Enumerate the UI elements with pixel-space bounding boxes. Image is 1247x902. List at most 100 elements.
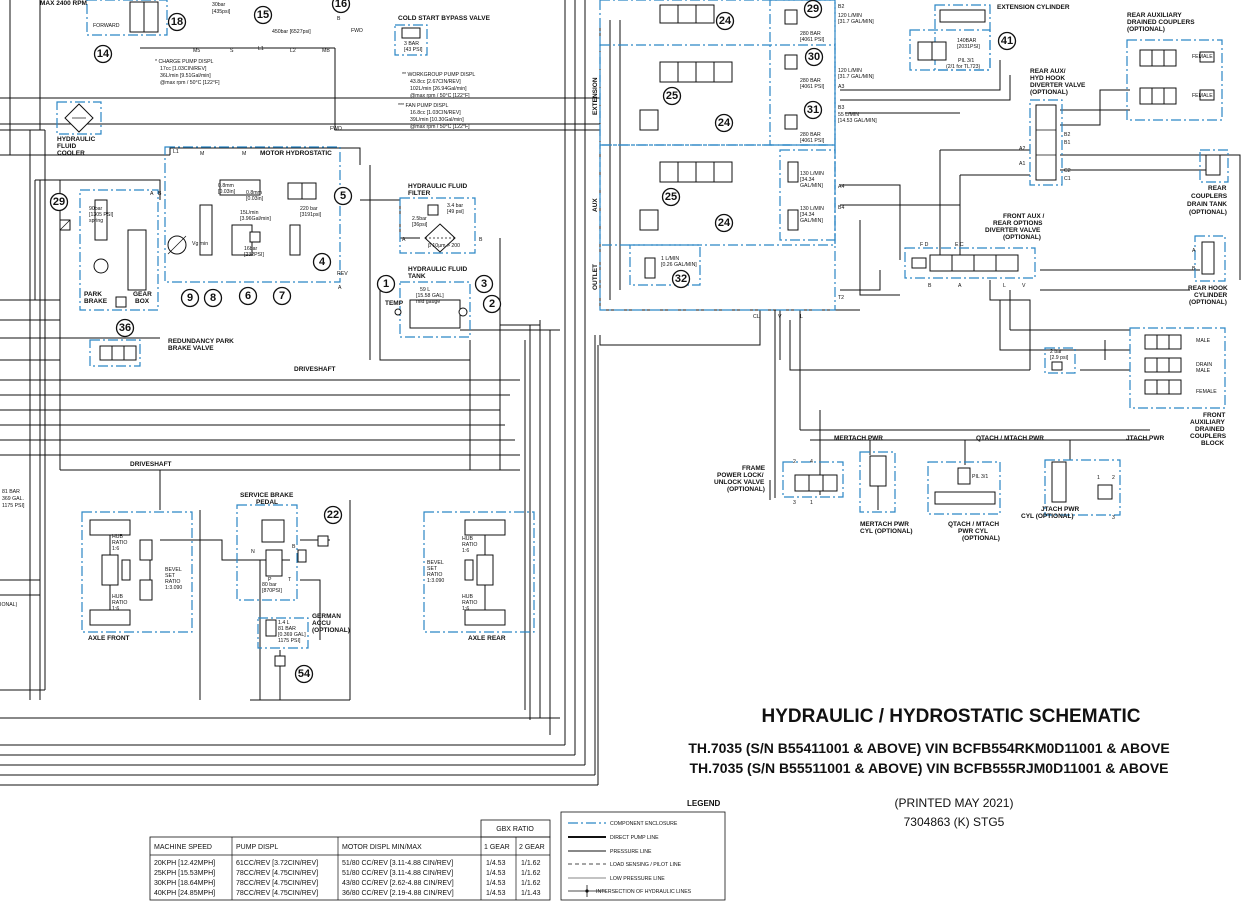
front-aux-div-0: FRONT AUX / bbox=[1003, 213, 1044, 220]
hub-front-top-1: RATIO bbox=[112, 540, 127, 546]
callout-circle bbox=[714, 213, 734, 233]
table-cell: 30KPH [18.64MPH] bbox=[154, 880, 215, 887]
sw-num-1: 1 bbox=[810, 500, 813, 506]
tank-vol-2: mid gauge bbox=[416, 299, 440, 305]
legend-item-1: DIRECT PUMP LINE bbox=[610, 835, 659, 841]
th-pump-displ: PUMP DISPL bbox=[236, 844, 278, 851]
jtach-pwr-label: JTACH PWR bbox=[1126, 435, 1164, 442]
callout-number: 25 bbox=[666, 90, 678, 102]
legend-item-3: LOAD SENSING / PILOT LINE bbox=[610, 862, 682, 868]
l2-label: L2 bbox=[290, 48, 296, 54]
outlet-vertical: OUTLET bbox=[592, 264, 599, 290]
schematic-title: HYDRAULIC / HYDROSTATIC SCHEMATIC bbox=[762, 706, 1141, 727]
front-aux-block-1: AUXILIARY bbox=[1190, 419, 1225, 426]
tank-1: TANK bbox=[408, 273, 426, 280]
front-aux-div-2: DIVERTER VALVE bbox=[985, 227, 1041, 234]
drain-tank-1: COUPLERS bbox=[1191, 193, 1228, 200]
component-symbols bbox=[59, 1, 1221, 667]
callout-circle bbox=[803, 100, 823, 120]
port-a1: A1 bbox=[1019, 161, 1025, 167]
hub-rear-bot-2: 1:6 bbox=[462, 606, 469, 612]
max-rpm-label: MAX 2400 RPM bbox=[40, 0, 87, 7]
speed-table-rows: 20KPH [12.42MPH]61CC/REV [3.72CIN/REV]51… bbox=[154, 860, 541, 897]
charge-pump-2: 36L/min [9.51Gal/min] bbox=[160, 73, 211, 79]
p450bar-label: 450bar [6527psi] bbox=[272, 29, 311, 35]
qtach-cyl-2: (OPTIONAL) bbox=[962, 535, 1000, 542]
cold-start-label: COLD START BYPASS VALVE bbox=[398, 15, 491, 22]
callout-circle bbox=[804, 47, 824, 67]
bevel-rear-0: BEVEL bbox=[427, 560, 444, 566]
hub-rear-top-0: HUB bbox=[462, 536, 473, 542]
callout-number: 7 bbox=[279, 290, 285, 302]
front-aux-block-2: DRAINED bbox=[1195, 426, 1225, 433]
service-brake-0: SERVICE BRAKE bbox=[240, 492, 294, 499]
service-brake-1: PEDAL bbox=[256, 499, 278, 506]
flow55-1: [14.53 GAL/MIN] bbox=[838, 118, 877, 124]
flow130b-1: [34.34 bbox=[800, 212, 815, 218]
callout-number: 36 bbox=[119, 322, 131, 334]
b4-label: B4 bbox=[838, 205, 844, 211]
table-cell: 1/1.62 bbox=[521, 860, 541, 867]
table-cell: 1/1.62 bbox=[521, 880, 541, 887]
s-label: S bbox=[230, 48, 234, 54]
flow55-0: 55 L/MIN bbox=[838, 112, 859, 118]
frame-lock-1: POWER LOCK/ bbox=[717, 472, 764, 479]
cooler-1: FLUID bbox=[57, 143, 76, 150]
fd-ports: F D bbox=[920, 242, 929, 248]
table-cell: 1/1.62 bbox=[521, 870, 541, 877]
axle-front-label: AXLE FRONT bbox=[88, 635, 130, 642]
flow1-1: [0.26 GAL/MIN] bbox=[661, 262, 697, 268]
driveshaft2-label: DRIVESHAFT bbox=[130, 461, 172, 468]
hub-front-top-0: HUB bbox=[112, 534, 123, 540]
brake-port-t: T bbox=[288, 577, 292, 583]
p435psi-label: [435psi] bbox=[212, 9, 231, 15]
cl-label: CL bbox=[753, 314, 760, 320]
table-cell: 51/80 CC/REV [3.11-4.88 CIN/REV] bbox=[342, 870, 453, 877]
callout-circle bbox=[661, 187, 681, 207]
legend-item-2: PRESSURE LINE bbox=[610, 849, 652, 855]
bevel-front-3: 1:3.090 bbox=[165, 585, 182, 591]
callout-circle bbox=[333, 186, 353, 206]
hub-front-top-2: 1:6 bbox=[112, 546, 119, 552]
mh-port-a2: A bbox=[338, 285, 342, 291]
callout-number: 4 bbox=[319, 256, 326, 268]
workgroup-pump-0: ** WORKGROUP PUMP DISPL bbox=[402, 72, 475, 78]
th-motor-displ: MOTOR DISPL MIN/MAX bbox=[342, 844, 422, 851]
p30bar-label: 30bar bbox=[212, 2, 226, 8]
callout-circle bbox=[93, 44, 113, 64]
p80bar-1: [870PSI] bbox=[262, 588, 282, 594]
orifice-b-0: 0.8mm bbox=[246, 190, 262, 196]
tank-vol-0: 59 L bbox=[420, 287, 430, 293]
schematic-labels: MAX 2400 RPM FORWARD 30bar [435psi] 450b… bbox=[0, 0, 1228, 644]
p280c-0: 280 BAR bbox=[800, 132, 821, 138]
p280-0: 280 BAR bbox=[800, 31, 821, 37]
flow130b-0: 130 L/MIN bbox=[800, 206, 824, 212]
psi43-label: [43 PSI] bbox=[404, 47, 423, 53]
front-port-l: L bbox=[1003, 283, 1006, 289]
filter-port-a: A bbox=[402, 237, 406, 243]
charge-pump-0: * CHARGE PUMP DISPL bbox=[155, 59, 214, 65]
t2-label: T2 bbox=[838, 295, 844, 301]
table-cell: 1/4.53 bbox=[486, 880, 506, 887]
callout-number: 18 bbox=[171, 16, 183, 28]
qtach-cyl-0: QTACH / MTACH bbox=[948, 521, 999, 528]
flow1-0: 1 L/MIN bbox=[661, 256, 679, 262]
rear-aux-drained-2: (OPTIONAL) bbox=[1127, 26, 1165, 33]
gbx-ratio-header: GBX RATIO bbox=[496, 826, 534, 833]
callout-number: 16 bbox=[335, 0, 347, 10]
workgroup-pump-3: @max rpm / 50°C [122°F] bbox=[410, 93, 470, 99]
callout-number: 24 bbox=[718, 217, 731, 229]
p220bar-1: [3191psi] bbox=[300, 212, 322, 218]
mertach-cyl-1: CYL (OPTIONAL) bbox=[860, 528, 913, 535]
m-label: M bbox=[200, 151, 204, 157]
park-brake-0: PARK bbox=[84, 291, 102, 298]
front-aux-block-3: COUPLERS bbox=[1190, 433, 1227, 440]
bar3-label: 3 BAR bbox=[404, 41, 419, 47]
female-label: FEMALE bbox=[1192, 54, 1213, 60]
callout-circle bbox=[294, 664, 314, 684]
charge-pump-3: @max rpm / 50°C [122°F] bbox=[160, 80, 220, 86]
p90bar-2: spring bbox=[89, 218, 103, 224]
p2bar-0: 2 bar bbox=[1050, 349, 1062, 355]
